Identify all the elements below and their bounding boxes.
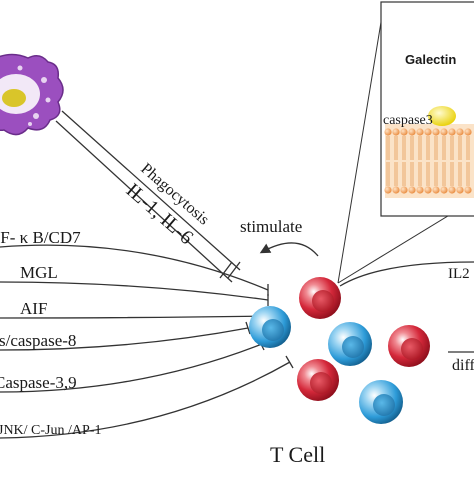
lipid-head bbox=[408, 186, 416, 194]
lipid-head bbox=[432, 128, 440, 136]
t-cell-label: T Cell bbox=[270, 442, 325, 467]
lipid-head bbox=[416, 128, 424, 136]
lipid-head bbox=[464, 128, 472, 136]
caspase3-label: caspase3 bbox=[383, 113, 433, 128]
lipid-head bbox=[448, 186, 456, 194]
macrophage bbox=[0, 53, 64, 136]
t-cell-blue bbox=[249, 306, 291, 348]
t-cell-cluster bbox=[249, 277, 430, 424]
stimulate-arrow bbox=[259, 242, 319, 257]
lipid-head bbox=[384, 186, 392, 194]
lipid-bilayer bbox=[384, 128, 472, 194]
galectin-label: Galectin bbox=[405, 52, 456, 67]
lipid-head bbox=[440, 186, 448, 194]
aif-label: AIF bbox=[20, 299, 47, 318]
right-lines bbox=[339, 261, 474, 353]
t-cell-red bbox=[297, 359, 339, 401]
nfkb-cd7-label: NF- κ B/CD7 bbox=[0, 228, 81, 247]
lipid-head bbox=[400, 128, 408, 136]
t-cell-red bbox=[299, 277, 341, 319]
lipid-head bbox=[424, 128, 432, 136]
lipid-head bbox=[448, 128, 456, 136]
caspase3-protein bbox=[428, 106, 456, 126]
lipid-head bbox=[456, 128, 464, 136]
lipid-head bbox=[400, 186, 408, 194]
caspase39-label: Caspase-3,9 bbox=[0, 373, 77, 392]
lipid-head bbox=[440, 128, 448, 136]
diff-label: diff bbox=[452, 357, 474, 374]
stimulate-label: stimulate bbox=[240, 217, 302, 236]
lipid-head bbox=[432, 186, 440, 194]
t-cell-blue bbox=[328, 322, 372, 366]
t-cell-blue bbox=[359, 380, 403, 424]
lipid-head bbox=[392, 128, 400, 136]
t-cell-red bbox=[388, 325, 430, 367]
jnk-label: JNK/ C-Jun /AP-1 bbox=[0, 423, 101, 438]
lipid-head bbox=[456, 186, 464, 194]
lipid-head bbox=[392, 186, 400, 194]
lipid-head bbox=[384, 128, 392, 136]
mgl-label: MGL bbox=[20, 263, 58, 282]
lipid-head bbox=[408, 128, 416, 136]
inset-membrane: Galectin caspase3 bbox=[380, 1, 474, 217]
lipid-head bbox=[464, 186, 472, 194]
pathway-lines bbox=[0, 244, 294, 439]
lipid-head bbox=[416, 186, 424, 194]
il2-label: IL2 bbox=[448, 266, 470, 282]
fas-caspase8-label: Fas/caspase-8 bbox=[0, 331, 76, 350]
lipid-head bbox=[424, 186, 432, 194]
